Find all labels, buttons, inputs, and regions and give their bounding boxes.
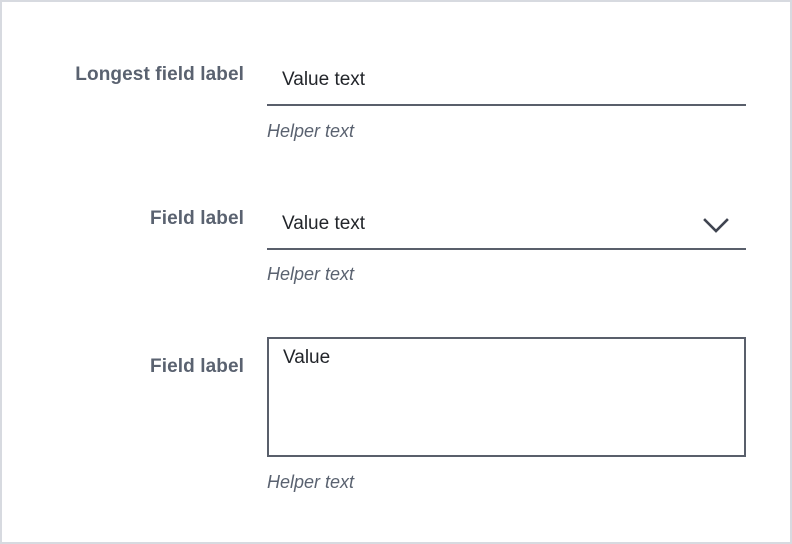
helper-text-textarea: Helper text [267,472,355,492]
textarea-control: Value [267,337,746,457]
field-label-select: Field label [149,208,244,229]
select-input[interactable]: Value text [267,208,746,250]
helper-text-text-input: Helper text [267,121,355,141]
chevron-down-icon[interactable] [703,217,729,235]
text-input-value: Value text [282,69,366,90]
select-input-value: Value text [282,213,366,234]
textarea-input[interactable]: Value [267,337,746,457]
text-input[interactable]: Value text [267,64,746,106]
helper-text-select: Helper text [267,264,355,284]
field-label-textarea: Field label [149,356,244,377]
text-input-control: Value text [267,64,746,106]
textarea-value: Value [283,347,331,368]
select-control: Value text [267,208,746,250]
field-label-longest: Longest field label [75,64,244,85]
